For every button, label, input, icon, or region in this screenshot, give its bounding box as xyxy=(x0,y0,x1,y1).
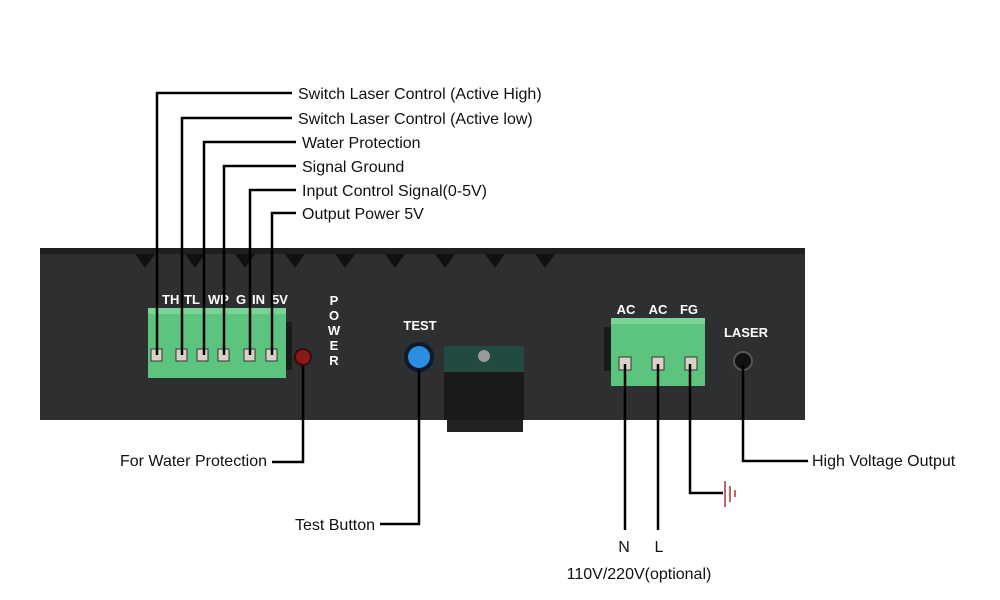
power-label-letter: O xyxy=(329,308,339,323)
terminal-label-th: TH xyxy=(162,292,179,307)
terminal-label-wp: WP xyxy=(208,292,229,307)
test-label: TEST xyxy=(403,318,436,333)
ac-label-2: AC xyxy=(649,302,668,317)
callout-n: N xyxy=(618,539,630,556)
callout-5v: Output Power 5V xyxy=(302,206,424,223)
callout-wp: Water Protection xyxy=(302,135,421,152)
fg-label: FG xyxy=(680,302,698,317)
leader-lines xyxy=(155,91,808,530)
power-label-letter: P xyxy=(330,293,339,308)
callout-test-button: Test Button xyxy=(295,517,375,534)
callout-supply-voltage: 110V/220V(optional) xyxy=(567,566,712,583)
callout-high-voltage: High Voltage Output xyxy=(812,453,956,470)
laser-label: LASER xyxy=(724,325,769,340)
test-button[interactable] xyxy=(408,346,430,368)
power-label-letter: W xyxy=(328,323,341,338)
ground-icon xyxy=(724,481,736,507)
callout-l: L xyxy=(655,539,664,556)
callout-g: Signal Ground xyxy=(302,159,404,176)
callout-water-protection: For Water Protection xyxy=(120,453,267,470)
terminal-label-g: G xyxy=(236,292,246,307)
bottom-tab xyxy=(447,420,523,432)
potentiometer-icon xyxy=(478,350,490,362)
power-label-letter: R xyxy=(329,353,339,368)
terminal-label-in: IN xyxy=(252,292,265,307)
ac-label-1: AC xyxy=(617,302,636,317)
power-led-icon xyxy=(294,348,312,366)
terminal-label-5v: 5V xyxy=(272,292,288,307)
vent-holes xyxy=(135,254,555,268)
power-label-letter: E xyxy=(330,338,339,353)
control-terminal-block xyxy=(148,308,292,378)
callout-tl: Switch Laser Control (Active low) xyxy=(298,111,533,128)
callout-th: Switch Laser Control (Active High) xyxy=(298,86,542,103)
terminal-label-tl: TL xyxy=(184,292,200,307)
callout-in: Input Control Signal(0-5V) xyxy=(302,183,487,200)
